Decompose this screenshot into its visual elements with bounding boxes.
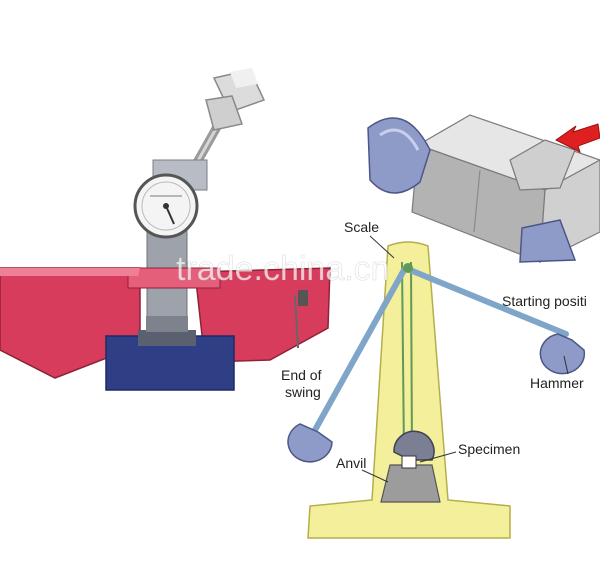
- impact-arrow-icon: [555, 123, 600, 153]
- label-starting-position: Starting positi: [502, 293, 587, 309]
- anvil-shape: [380, 464, 441, 503]
- label-specimen: Specimen: [458, 441, 520, 457]
- label-end-of-swing-line1: End of: [281, 367, 322, 383]
- machine-base: [105, 316, 235, 391]
- end-of-swing-hammer-icon: [287, 423, 333, 463]
- label-anvil: Anvil: [336, 455, 366, 471]
- hammer-at-specimen: [393, 430, 435, 461]
- starting-hammer-icon: [539, 333, 586, 375]
- charpy-diagram: Scale Starting positi Hammer End of swin…: [281, 219, 587, 539]
- starting-position-arm: [407, 267, 569, 337]
- specimen-block: [401, 455, 417, 469]
- watermark-text: trade.china.cn: [176, 250, 390, 288]
- label-end-of-swing-line2: swing: [285, 384, 321, 400]
- specimen-closeup: [367, 114, 600, 264]
- machine-dial: [133, 173, 199, 239]
- end-of-swing-arm: [312, 267, 407, 433]
- diagram-frame: [307, 241, 511, 539]
- label-scale: Scale: [344, 219, 379, 235]
- label-hammer: Hammer: [530, 375, 584, 391]
- impact-testing-machine: [0, 68, 331, 391]
